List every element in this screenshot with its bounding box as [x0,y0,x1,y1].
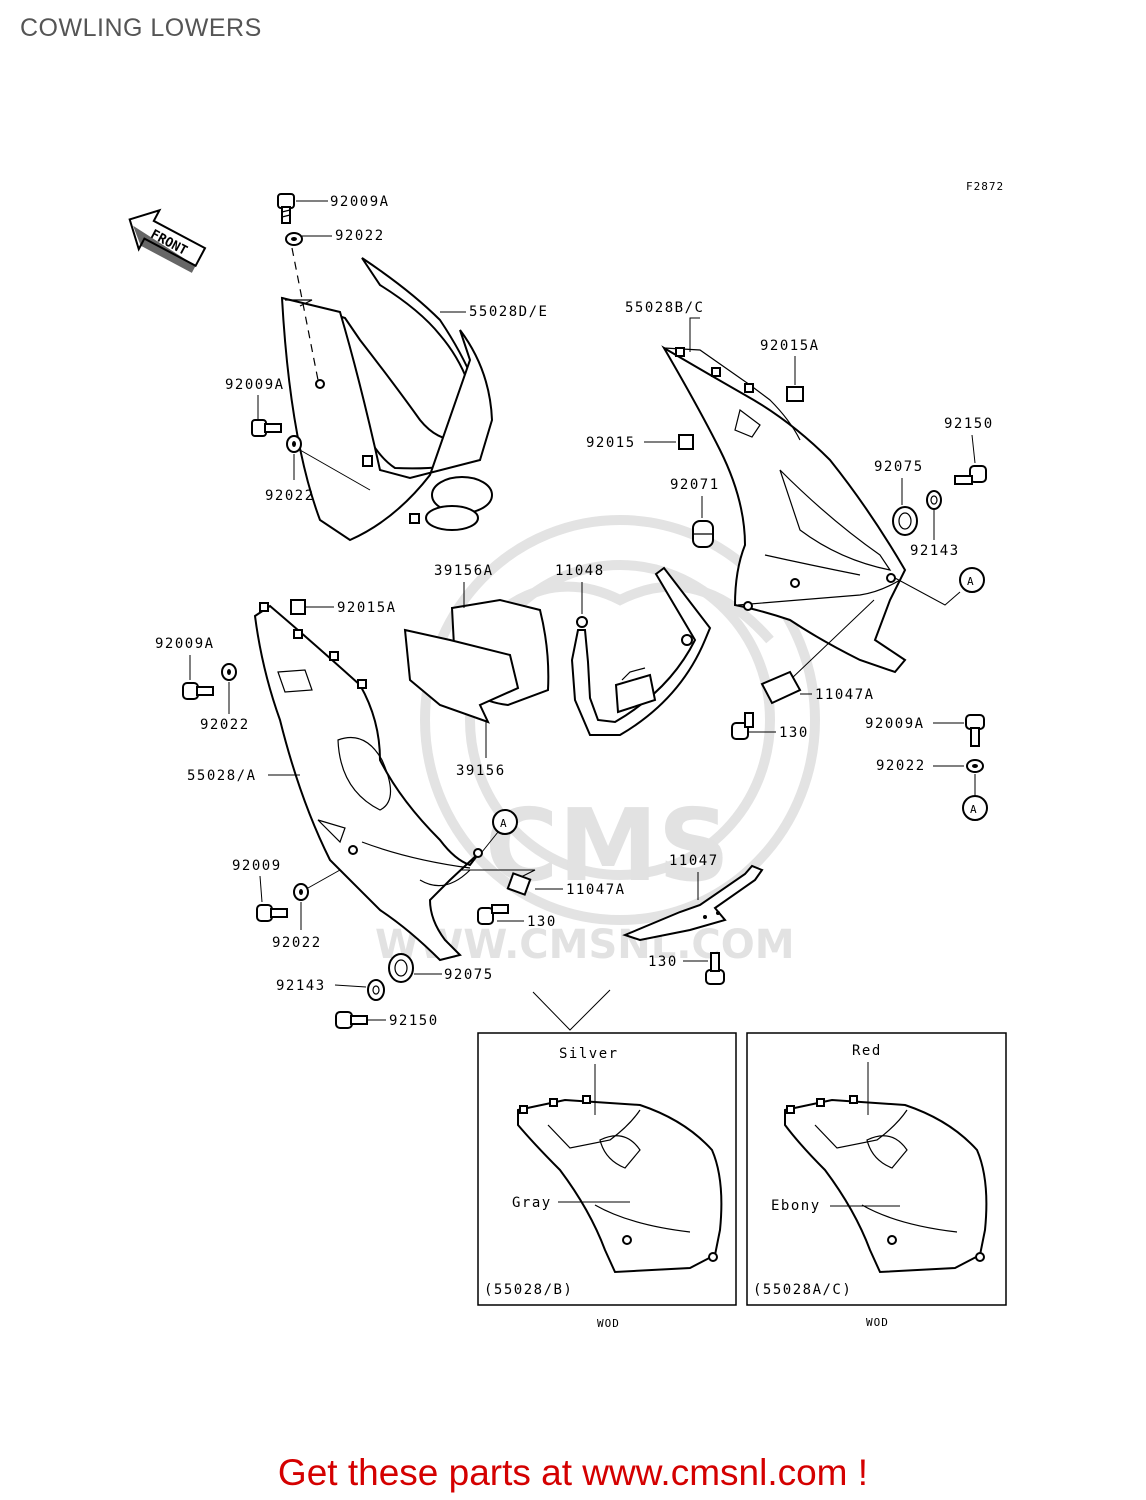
ref-a-marker: A [492,809,518,835]
collar-icon [926,490,942,510]
callout-92075-bottom: 92075 [444,967,494,983]
callout-92022-top: 92022 [335,228,385,244]
callout-92015A-left: 92015A [337,600,397,616]
variant-1-note: WOD [597,1317,620,1330]
bolt-icon [477,904,509,925]
ref-a-marker: A [962,795,988,821]
cta-link[interactable]: Get these parts at www.cmsnl.com ! [277,1452,869,1493]
figure-code: F2872 [966,180,1004,193]
screw-icon [954,465,987,485]
bolt-icon [705,952,725,985]
variant-1-part: (55028/B) [484,1282,573,1298]
callout-92071: 92071 [670,477,720,493]
grommet-icon [892,506,918,536]
callout-11048: 11048 [555,563,605,579]
svg-text:A: A [967,575,975,588]
callout-92015A-right: 92015A [760,338,820,354]
right-lower-cowl-55028BC [661,345,907,674]
left-lower-cowl-55028A [253,602,483,962]
bracket-icon [760,670,802,705]
callout-39156A: 39156A [434,563,494,579]
grommet-icon [388,953,414,983]
collar-icon [367,979,385,1001]
washer-icon [221,663,237,681]
washer-icon [286,435,302,453]
grommet-icon [692,520,714,548]
callout-92143-right: 92143 [910,543,960,559]
callout-92009: 92009 [232,858,282,874]
washer-icon [285,232,303,246]
screw-icon [182,682,214,700]
stay-bracket-11048 [570,566,712,736]
svg-text:A: A [500,817,508,830]
callout-11047A-right: 11047A [815,687,875,703]
callout-92015: 92015 [586,435,636,451]
variant-box-55028AC: Red Ebony (55028A/C) [746,1032,1007,1306]
variant-1-color-top: Silver [559,1046,619,1062]
ref-a-marker: A [959,567,985,593]
page-title: COWLING LOWERS [20,14,262,42]
bracket-icon [506,872,532,896]
callout-130-bottom: 130 [648,954,678,970]
callout-92009A-mid: 92009A [225,377,285,393]
callout-92143-bottom: 92143 [276,978,326,994]
variant-2-color-top: Red [852,1043,882,1059]
screw-icon [251,419,282,437]
callout-92009A-right: 92009A [865,716,925,732]
svg-text:A: A [970,803,978,816]
variant-box-55028B: Silver Gray (55028/B) [477,1032,737,1306]
callout-130-mid: 130 [527,914,557,930]
callout-55028A: 55028/A [187,768,257,784]
variant-1-color-body: Gray [512,1195,552,1211]
screw-icon [277,193,295,224]
clip-icon [678,434,694,450]
callout-92150-bottom: 92150 [389,1013,439,1029]
screw-icon [256,904,288,922]
callout-11047A-left: 11047A [566,882,626,898]
callout-92022-bottom: 92022 [272,935,322,951]
front-arrow-icon: FRONT [128,208,207,273]
callout-92075-right: 92075 [874,459,924,475]
washer-icon [966,759,984,773]
callout-92022-right: 92022 [876,758,926,774]
clip-icon [786,386,804,402]
screw-icon [335,1011,368,1029]
parts-diagram: CMS WWW.CMSNL.COM F2872 FRONT 92009A 920… [128,180,1007,1330]
variant-2-color-body: Ebony [771,1198,821,1214]
callout-11047: 11047 [669,853,719,869]
callout-92022-left: 92022 [200,717,250,733]
variant-2-part: (55028A/C) [753,1282,852,1298]
washer-icon [293,883,309,901]
clip-icon [290,599,306,615]
insulator-39156 [403,628,520,724]
screw-icon [965,714,985,747]
variant-2-note: WOD [866,1316,889,1329]
bracket-11047 [622,864,764,942]
callout-39156: 39156 [456,763,506,779]
bolt-icon [731,712,754,740]
callout-92150-right: 92150 [944,416,994,432]
callout-92009A-top: 92009A [330,194,390,210]
callout-92022-mid: 92022 [265,488,315,504]
callout-55028DE: 55028D/E [469,304,548,320]
callout-92009A-left: 92009A [155,636,215,652]
callout-55028BC: 55028B/C [625,300,704,316]
callout-130-right: 130 [779,725,809,741]
